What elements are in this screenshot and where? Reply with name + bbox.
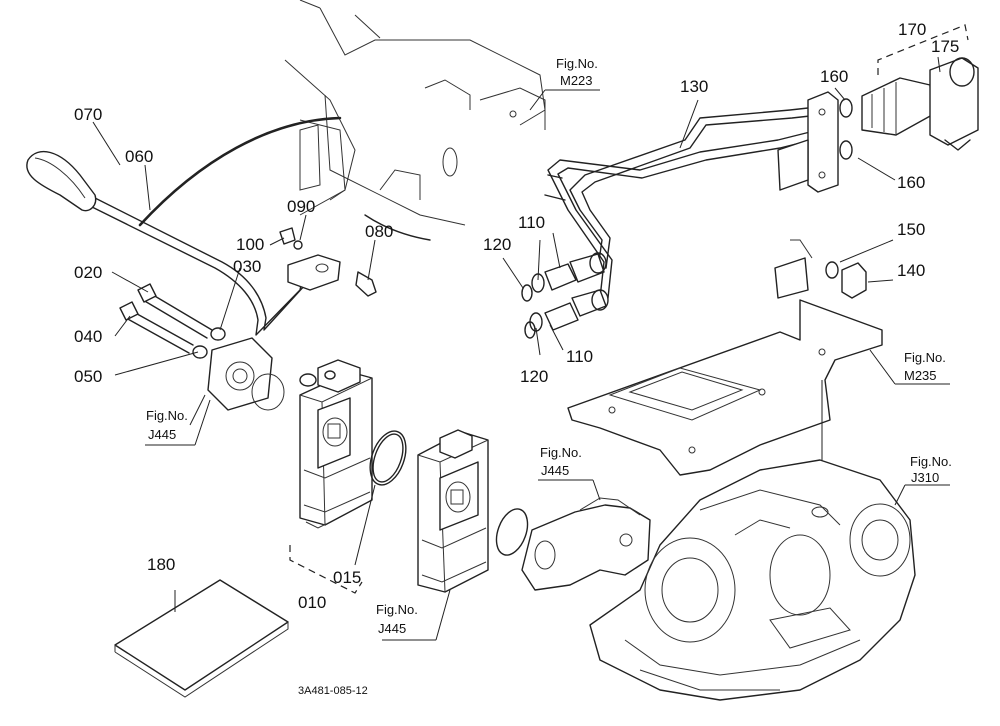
bolts-and-nuts bbox=[119, 283, 226, 359]
callout-100: 100 bbox=[236, 235, 264, 254]
callout-070: 070 bbox=[74, 105, 102, 124]
fig-ref-j310-number: J310 bbox=[911, 470, 939, 485]
leader-lines bbox=[92, 56, 950, 641]
operator-manual bbox=[114, 579, 289, 698]
callout-120-lower: 120 bbox=[520, 367, 548, 386]
assembly-bracket-170 bbox=[877, 24, 969, 75]
callout-175: 175 bbox=[931, 37, 959, 56]
callout-130: 130 bbox=[680, 77, 708, 96]
callout-050: 050 bbox=[74, 367, 102, 386]
figure-references: Fig.No. M223 Fig.No. M235 Fig.No. J445 F… bbox=[146, 56, 952, 636]
callout-015: 015 bbox=[333, 568, 361, 587]
flange-plate-left bbox=[207, 337, 285, 411]
control-lever bbox=[26, 116, 342, 336]
o-ring-015-inner bbox=[372, 433, 404, 483]
fig-ref-m235-number: M235 bbox=[904, 368, 937, 383]
callout-150: 150 bbox=[897, 220, 925, 239]
fig-ref-j445-mid-number: J445 bbox=[541, 463, 569, 478]
pipe-bulkhead-bracket bbox=[777, 57, 979, 193]
fig-ref-j445-bottom-number: J445 bbox=[378, 621, 406, 636]
pipe-fittings bbox=[521, 252, 609, 339]
callout-010: 010 bbox=[298, 593, 326, 612]
callout-040: 040 bbox=[74, 327, 102, 346]
fig-ref-j445-left-label: Fig.No. bbox=[146, 408, 188, 423]
lever-bracket bbox=[279, 227, 377, 297]
drawing-code: 3A481-085-12 bbox=[298, 685, 368, 697]
hydraulic-pipes bbox=[544, 107, 813, 299]
callout-030: 030 bbox=[233, 257, 261, 276]
fig-ref-m223-label: Fig.No. bbox=[556, 56, 598, 71]
transmission-housing bbox=[589, 459, 916, 701]
fig-ref-j445-bottom-label: Fig.No. bbox=[376, 602, 418, 617]
callout-labels: 070 060 020 030 040 050 090 100 080 015 … bbox=[74, 20, 959, 612]
callout-110-upper: 110 bbox=[518, 213, 545, 232]
callout-110-lower: 110 bbox=[566, 347, 593, 366]
callout-090: 090 bbox=[287, 197, 315, 216]
callout-160-lower: 160 bbox=[897, 173, 925, 192]
control-valve-section bbox=[417, 429, 489, 593]
fig-ref-j445-mid-label: Fig.No. bbox=[540, 445, 582, 460]
callout-120-upper: 120 bbox=[483, 235, 511, 254]
callout-140: 140 bbox=[897, 261, 925, 280]
callout-160-upper: 160 bbox=[820, 67, 848, 86]
callout-020: 020 bbox=[74, 263, 102, 282]
control-valve-assembly bbox=[299, 359, 373, 529]
tractor-frame-outline bbox=[284, 0, 546, 241]
callout-060: 060 bbox=[125, 147, 153, 166]
assembly-bracket-010 bbox=[289, 545, 363, 594]
callout-080: 080 bbox=[365, 222, 393, 241]
callout-180: 180 bbox=[147, 555, 175, 574]
adapter-block bbox=[495, 497, 651, 591]
fig-ref-j445-left-number: J445 bbox=[148, 427, 176, 442]
plug-fitting bbox=[825, 261, 867, 299]
fig-ref-j310-label: Fig.No. bbox=[910, 454, 952, 469]
o-ring-015 bbox=[369, 430, 407, 486]
fig-ref-m223-number: M223 bbox=[560, 73, 593, 88]
lever-knob bbox=[26, 150, 97, 212]
callout-170: 170 bbox=[898, 20, 926, 39]
fig-ref-m235-label: Fig.No. bbox=[904, 350, 946, 365]
mounting-plate bbox=[567, 239, 883, 505]
